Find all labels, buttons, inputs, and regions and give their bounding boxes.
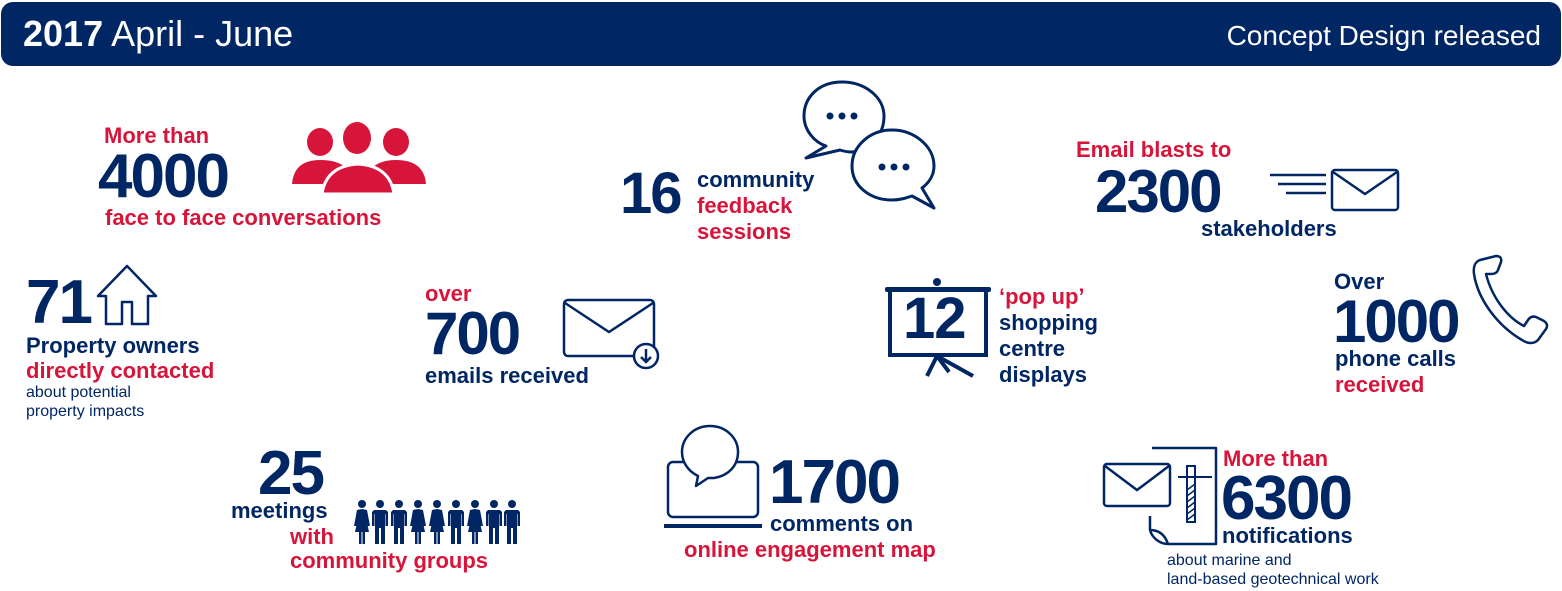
stat-line1: meetings bbox=[231, 498, 328, 523]
header-milestone: Concept Design released bbox=[1226, 20, 1541, 51]
people-row-icon bbox=[354, 500, 520, 544]
stat-line1: phone calls bbox=[1335, 346, 1457, 371]
stat-number: 4000 bbox=[98, 142, 230, 211]
stat-line3: centre bbox=[999, 336, 1066, 361]
people-group-icon bbox=[292, 122, 426, 196]
stat-number: 71 bbox=[26, 268, 93, 337]
header-period: April - June bbox=[111, 13, 294, 54]
stat-prefix: More than bbox=[104, 123, 210, 148]
stat-line3: about potential bbox=[26, 384, 131, 401]
phone-handset-icon bbox=[1472, 254, 1549, 345]
header-bar: 2017 April - June Concept Design release… bbox=[1, 2, 1561, 66]
stat-number: 6300 bbox=[1221, 464, 1353, 533]
stat-line1: about marine and bbox=[1167, 552, 1292, 569]
stat-label: stakeholders bbox=[1201, 216, 1337, 241]
stat-line4: property impacts bbox=[26, 403, 145, 420]
speech-bubbles-icon bbox=[802, 80, 936, 210]
stat-line2: online engagement map bbox=[684, 537, 936, 562]
presentation-board-icon bbox=[885, 278, 991, 378]
stat-number: 2300 bbox=[1095, 158, 1222, 225]
stat-prefix: More than bbox=[1223, 446, 1329, 471]
stat-line1: community bbox=[697, 167, 815, 192]
stat-prefix: over bbox=[425, 281, 472, 306]
envelope-download-icon bbox=[562, 298, 660, 370]
stat-line2: received bbox=[1335, 372, 1425, 397]
stat-line2: feedback bbox=[697, 193, 793, 218]
stat-prefix: Email blasts to bbox=[1076, 137, 1232, 162]
stat-line1: comments on bbox=[770, 511, 914, 536]
stat-prefix: Over bbox=[1334, 269, 1385, 294]
stat-line4: displays bbox=[999, 362, 1088, 387]
envelope-sent-icon bbox=[1270, 168, 1400, 212]
stat-number: 16 bbox=[620, 161, 682, 226]
stat-number: 12 bbox=[903, 286, 967, 351]
header-year: 2017 bbox=[23, 13, 104, 54]
header-title: 2017 April - June bbox=[23, 12, 293, 56]
stat-line1: Property owners bbox=[26, 333, 200, 358]
stat-line2: with bbox=[290, 524, 334, 549]
stat-label: face to face conversations bbox=[105, 205, 382, 230]
stat-label: emails received bbox=[425, 363, 589, 388]
house-icon bbox=[96, 264, 158, 326]
stat-line2: land-based geotechnical work bbox=[1167, 571, 1379, 588]
stat-number: 25 bbox=[258, 439, 325, 508]
stat-label: notifications bbox=[1222, 523, 1353, 548]
stat-number: 1700 bbox=[769, 448, 901, 517]
stat-line3: sessions bbox=[697, 219, 792, 244]
stat-line2: directly contacted bbox=[26, 358, 215, 383]
stat-line2: shopping bbox=[999, 310, 1098, 335]
stat-line1: ‘pop up’ bbox=[999, 284, 1085, 309]
letter-document-icon bbox=[1102, 446, 1218, 546]
stat-number: 1000 bbox=[1333, 288, 1460, 355]
laptop-comment-icon bbox=[664, 424, 762, 528]
stat-line3: community groups bbox=[290, 548, 489, 573]
stat-number: 700 bbox=[425, 300, 521, 367]
